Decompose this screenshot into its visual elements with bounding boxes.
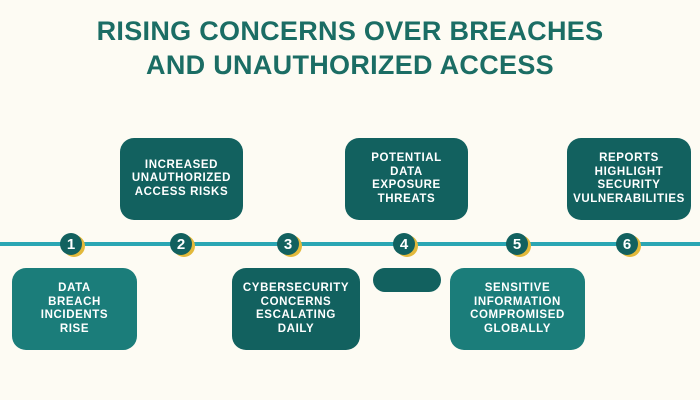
step-6-card: REPORTS HIGHLIGHT SECURITY VULNERABILITI… — [567, 138, 691, 220]
step-3-text: CYBERSECURITY CONCERNS ESCALATING DAILY — [242, 282, 350, 335]
step-4-text: POTENTIAL DATA EXPOSURE THREATS — [371, 152, 442, 205]
page-title: RISING CONCERNS OVER BREACHES AND UNAUTH… — [0, 14, 700, 82]
step-1-card: DATA BREACH INCIDENTS RISE — [12, 268, 137, 350]
step-4-number: 4 — [393, 233, 415, 255]
step-5-card: SENSITIVE INFORMATION COMPROMISED GLOBAL… — [450, 268, 585, 350]
step-2-text: INCREASED UNAUTHORIZED ACCESS RISKS — [131, 158, 232, 198]
step-1-text: DATA BREACH INCIDENTS RISE — [40, 282, 109, 335]
timeline-line — [0, 242, 700, 246]
step-4-card: POTENTIAL DATA EXPOSURE THREATS — [345, 138, 468, 220]
step-2-card: INCREASED UNAUTHORIZED ACCESS RISKS — [120, 138, 243, 220]
step-5-text: SENSITIVE INFORMATION COMPROMISED GLOBAL… — [470, 282, 565, 335]
title-line-2: AND UNAUTHORIZED ACCESS — [146, 50, 554, 80]
title-line-1: RISING CONCERNS OVER BREACHES — [96, 16, 604, 46]
step-4-pill-marker — [373, 268, 441, 292]
step-1-number: 1 — [60, 233, 82, 255]
step-3-card: CYBERSECURITY CONCERNS ESCALATING DAILY — [232, 268, 360, 350]
step-2-number: 2 — [170, 233, 192, 255]
step-5-number: 5 — [506, 233, 528, 255]
step-3-number: 3 — [277, 233, 299, 255]
step-6-number: 6 — [616, 233, 638, 255]
step-6-text: REPORTS HIGHLIGHT SECURITY VULNERABILITI… — [573, 152, 685, 205]
